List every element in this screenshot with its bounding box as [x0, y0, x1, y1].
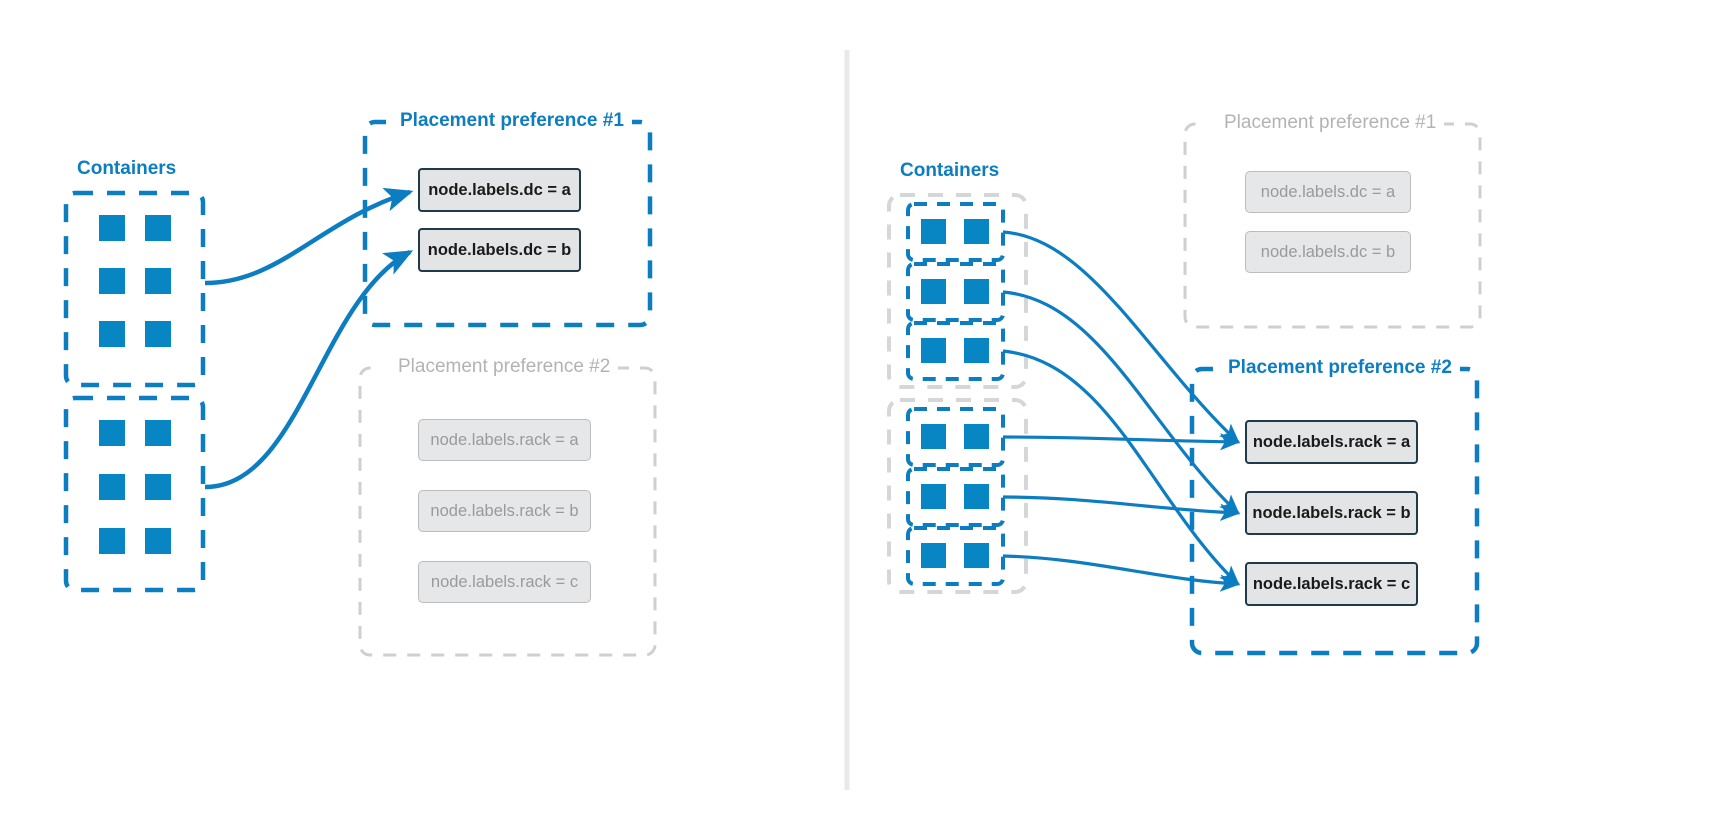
- node-box-rack-c-right[interactable]: node.labels.rack = c: [1245, 562, 1418, 606]
- pref1-box-right: [1183, 122, 1482, 329]
- node-box-dc-a-left[interactable]: node.labels.dc = a: [418, 168, 581, 212]
- arrow-right-6: [1002, 554, 1241, 592]
- arrow-left-2: [204, 250, 414, 490]
- node-box-rack-a-right[interactable]: node.labels.rack = a: [1245, 420, 1418, 464]
- pref1-title-left: Placement preference #1: [392, 110, 632, 132]
- pref2-title-left: Placement preference #2: [390, 356, 619, 378]
- container-subgroups-2: [906, 407, 1005, 586]
- pref2-title-right: Placement preference #2: [1220, 357, 1460, 379]
- arrow-right-2: [1002, 290, 1240, 515]
- arrow-left-1: [204, 187, 414, 286]
- container-squares-right-2: [921, 424, 989, 568]
- container-subgroups-1: [906, 202, 1005, 381]
- containers-label-left: Containers: [77, 158, 177, 179]
- arrow-right-3: [1002, 349, 1240, 586]
- node-box-dc-b-right[interactable]: node.labels.dc = b: [1245, 231, 1411, 273]
- arrow-right-5: [1002, 495, 1241, 521]
- pref1-box-left: [362, 119, 653, 328]
- container-squares-right-1: [921, 219, 989, 363]
- arrow-right-4: [1002, 433, 1241, 451]
- containers-outer-group-2: [887, 398, 1028, 594]
- pref2-box-left: [358, 366, 657, 657]
- containers-group-2: [63, 395, 206, 593]
- pref1-title-right: Placement preference #1: [1216, 112, 1445, 134]
- container-squares-group-1: [99, 215, 171, 347]
- node-box-dc-b-left[interactable]: node.labels.dc = b: [418, 228, 581, 272]
- arrows-right: [1002, 230, 1241, 592]
- containers-group-1: [63, 190, 206, 388]
- containers-outer-group-1: [887, 193, 1028, 389]
- node-box-rack-b-right[interactable]: node.labels.rack = b: [1245, 491, 1418, 535]
- node-box-rack-b-left[interactable]: node.labels.rack = b: [418, 490, 591, 532]
- node-box-rack-a-left[interactable]: node.labels.rack = a: [418, 419, 591, 461]
- arrow-right-1: [1002, 230, 1240, 444]
- containers-label-right: Containers: [900, 160, 1000, 181]
- node-box-rack-c-left[interactable]: node.labels.rack = c: [418, 561, 591, 603]
- container-squares-group-2: [99, 420, 171, 554]
- node-box-dc-a-right[interactable]: node.labels.dc = a: [1245, 171, 1411, 213]
